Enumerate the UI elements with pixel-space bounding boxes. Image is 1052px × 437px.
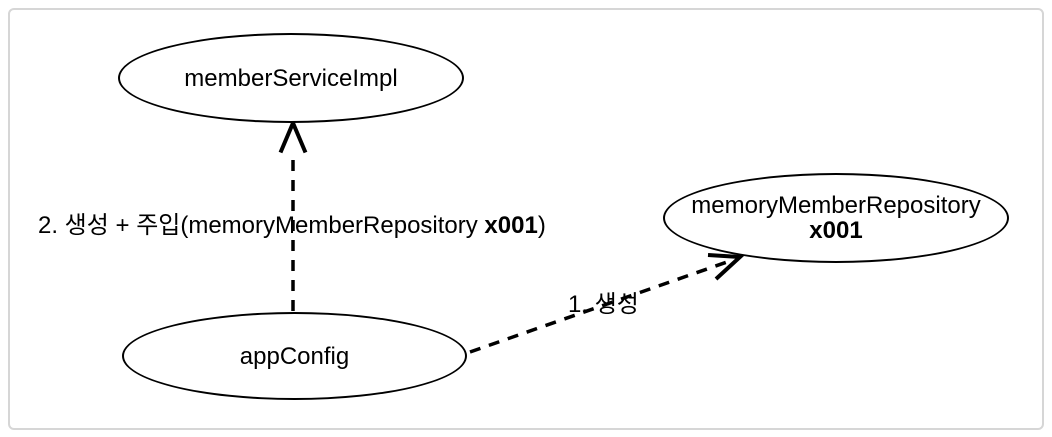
edge-label-create: 1. 생성 — [568, 291, 639, 319]
node-member-service-impl: memberServiceImpl — [118, 33, 464, 123]
node-label: appConfig — [239, 342, 350, 370]
edge-label-instance: x001 — [484, 212, 538, 239]
node-label: memoryMemberRepository — [691, 192, 981, 219]
node-memory-member-repository: memoryMemberRepository x001 — [663, 173, 1009, 263]
edge-label-suffix: ) — [537, 212, 546, 239]
node-label: memberServiceImpl — [184, 64, 398, 92]
node-app-config: appConfig — [122, 312, 467, 400]
edge-label-text: 2. 생성 + 주입(memoryMemberRepository — [38, 212, 485, 239]
node-instance-label: x001 — [809, 217, 863, 244]
edge-label-text: 1. 생성 — [568, 291, 639, 318]
edge-label-create-inject: 2. 생성 + 주입(memoryMemberRepository x001) — [38, 212, 546, 240]
